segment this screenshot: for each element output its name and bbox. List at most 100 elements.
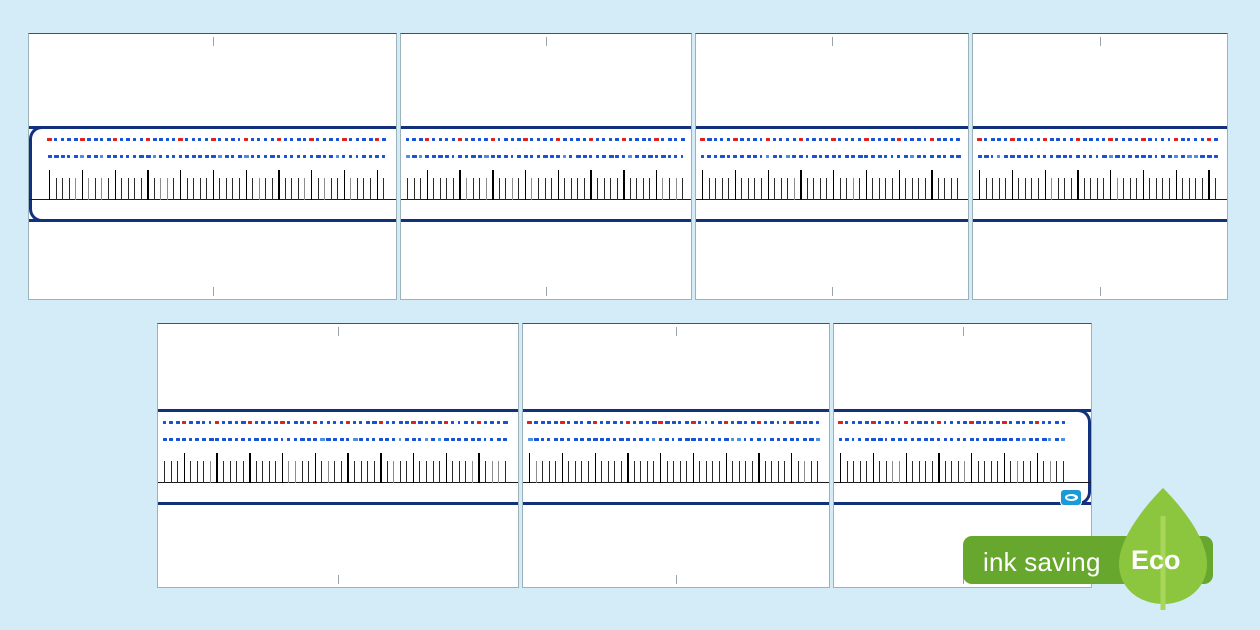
- tick-label-upper: [424, 421, 428, 424]
- number-line-rail-lower: [696, 219, 968, 222]
- tick-label-upper: [1056, 138, 1060, 141]
- tick-label-upper: [261, 421, 266, 424]
- tick-label-lower: [730, 438, 734, 441]
- tick-label-lower: [1134, 155, 1140, 158]
- tick-label-lower: [936, 155, 942, 158]
- tick-minor: [555, 461, 557, 483]
- tick-major: [529, 453, 531, 483]
- tick-label-upper: [1193, 138, 1198, 141]
- tick-label-lower: [309, 155, 314, 158]
- tick-label-upper: [224, 138, 228, 141]
- tick-label-upper: [457, 421, 461, 424]
- number-line-band: [29, 126, 396, 222]
- number-line-rail-upper: [158, 409, 518, 412]
- tick-minor: [925, 461, 927, 483]
- tick-label-upper: [276, 138, 282, 141]
- tick-label-upper: [844, 138, 849, 141]
- tick-label-upper: [313, 421, 318, 424]
- tick-label-lower: [812, 155, 818, 158]
- number-line-baseline: [29, 199, 396, 200]
- tick-label-lower: [838, 155, 842, 158]
- tick-label-lower: [884, 438, 888, 441]
- tick-major: [478, 453, 480, 483]
- tick-label-lower: [437, 438, 441, 441]
- tick-label-upper: [214, 421, 220, 424]
- tick-label-lower: [496, 438, 501, 441]
- tick-minor: [745, 461, 747, 483]
- tick-minor: [607, 461, 609, 483]
- tick-minor: [666, 461, 668, 483]
- tick-label-upper: [779, 138, 783, 141]
- tick-minor: [764, 461, 766, 483]
- tick-label-lower: [864, 438, 870, 441]
- tick-major: [791, 453, 793, 483]
- tick-minor: [797, 461, 799, 483]
- tick-label-upper: [306, 421, 310, 424]
- tick-label-upper: [398, 421, 403, 424]
- tick-major: [376, 170, 378, 200]
- tick-major: [1175, 170, 1177, 200]
- tick-minor: [1010, 461, 1012, 483]
- crop-mark-top: [832, 37, 833, 46]
- tick-label-upper: [93, 138, 98, 141]
- tick-label-upper: [1002, 421, 1007, 424]
- tick-minor: [288, 461, 290, 483]
- tick-label-upper: [1128, 138, 1132, 141]
- tick-minor: [564, 178, 566, 200]
- tick-label-upper: [884, 421, 889, 424]
- tick-label-lower: [825, 155, 830, 158]
- tick-label-lower: [1009, 438, 1013, 441]
- tick-label-upper: [809, 421, 813, 424]
- tick-minor: [472, 178, 474, 200]
- tick-minor: [407, 178, 408, 200]
- crop-mark-top: [1100, 37, 1101, 46]
- tick-label-lower: [785, 155, 791, 158]
- tick-label-upper: [713, 138, 717, 141]
- tick-label-upper: [996, 421, 1001, 424]
- tick-minor: [479, 178, 481, 200]
- tick-minor: [432, 461, 434, 483]
- page-4: [972, 33, 1228, 300]
- tick-label-upper: [1004, 138, 1008, 141]
- tick-label-lower: [326, 438, 331, 441]
- tick-label-upper: [1036, 138, 1040, 141]
- tick-label-upper: [152, 138, 157, 141]
- tick-label-upper: [195, 421, 200, 424]
- tick-label-upper: [451, 138, 455, 141]
- tick-label-upper: [871, 421, 876, 424]
- tick-minor: [393, 461, 395, 483]
- tick-major: [281, 453, 284, 483]
- tick-label-lower: [724, 438, 729, 441]
- tick-minor: [1049, 461, 1051, 483]
- tick-label-upper: [825, 138, 829, 141]
- tick-label-lower: [100, 155, 104, 158]
- tick-label-upper: [818, 138, 823, 141]
- tick-label-lower: [1089, 155, 1093, 158]
- tick-label-upper: [352, 421, 357, 424]
- tick-minor: [1116, 178, 1118, 200]
- tick-label-upper: [851, 138, 855, 141]
- tick-label-lower: [378, 438, 384, 441]
- tick-label-upper: [145, 138, 151, 141]
- tick-label-upper: [733, 138, 738, 141]
- tick-label-lower: [260, 438, 266, 441]
- tick-label-lower: [809, 438, 814, 441]
- tick-label-upper: [845, 421, 849, 424]
- tick-label-upper: [476, 421, 482, 424]
- tick-label-lower: [352, 438, 358, 441]
- tick-minor: [452, 178, 454, 200]
- tick-minor: [918, 461, 920, 483]
- tick-label-lower: [602, 155, 606, 158]
- tick-label-lower: [241, 438, 245, 441]
- tick-label-upper: [1049, 138, 1054, 141]
- tick-label-upper: [658, 421, 663, 424]
- tick-label-lower: [802, 438, 808, 441]
- tick-major: [979, 170, 981, 200]
- tick-label-upper: [700, 138, 705, 141]
- tick-label-upper: [698, 421, 701, 424]
- tick-label-upper: [619, 421, 624, 424]
- tick-label-lower: [1054, 438, 1060, 441]
- tick-label-lower: [1174, 155, 1179, 158]
- tick-minor: [107, 178, 109, 200]
- tick-minor: [819, 178, 821, 200]
